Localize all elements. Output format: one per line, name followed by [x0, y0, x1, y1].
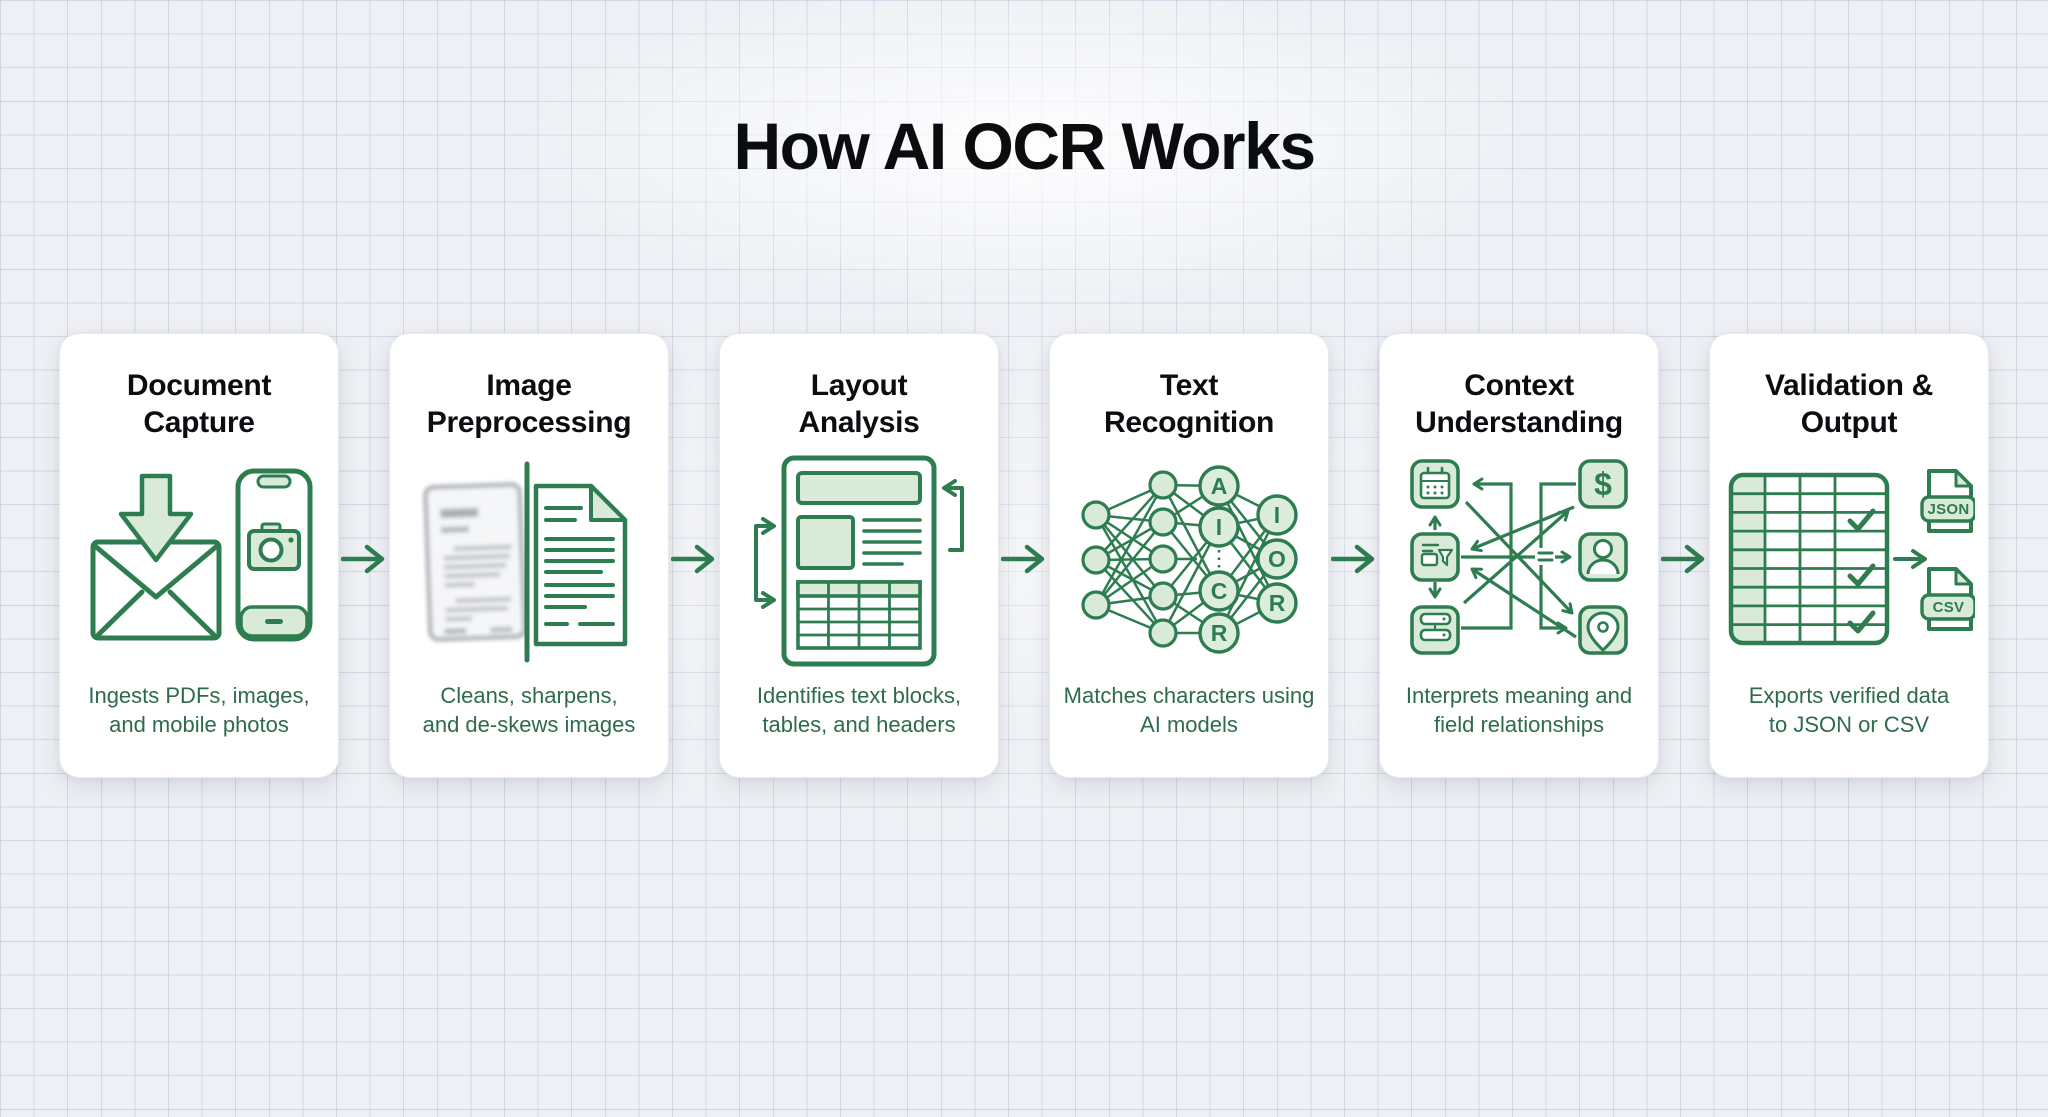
step-card-layout-analysis: Layout Analysis — [719, 333, 999, 778]
svg-text:I: I — [1216, 514, 1222, 540]
list-rows-icon — [1419, 612, 1452, 642]
step-icon-area — [390, 441, 668, 681]
step-title: Context Understanding — [1415, 369, 1623, 439]
flow-arrow-right-icon — [1329, 541, 1379, 778]
field-mapping-icon: $ — [1410, 459, 1628, 655]
svg-text:C: C — [1211, 578, 1228, 604]
step-icon-area: $ — [1380, 441, 1658, 681]
calendar-icon — [1419, 466, 1451, 500]
flow-arrow-right-icon — [999, 541, 1049, 778]
step-icon-area — [60, 441, 338, 681]
letter-nodes — [1198, 465, 1298, 654]
center-knot — [1535, 548, 1555, 566]
step-card-document-capture: Document Capture — [59, 333, 339, 778]
step-card-context-understanding: Context Understanding — [1379, 333, 1659, 778]
csv-file-icon: CSV — [1920, 567, 1975, 632]
step-title: Validation & Output — [1764, 369, 1934, 439]
step-description: Cleans, sharpens, and de-skews images — [422, 682, 636, 737]
step-description: Matches characters using AI models — [1063, 682, 1315, 737]
checkmarks — [1847, 508, 1876, 634]
document-outline — [781, 455, 937, 667]
verified-table — [1728, 472, 1890, 646]
step-icon-area — [720, 441, 998, 681]
location-pin-icon — [1586, 611, 1620, 652]
download-arrow-icon — [118, 473, 194, 563]
flow-arrow-right-icon — [339, 541, 389, 778]
blurry-to-clean-document-icon — [423, 461, 628, 663]
input-nodes — [1081, 470, 1178, 648]
network-connections — [1094, 483, 1279, 635]
step-title: Layout Analysis — [798, 369, 920, 439]
step-card-text-recognition: Text Recognition — [1049, 333, 1329, 778]
svg-text:CSV: CSV — [1933, 599, 1965, 616]
svg-text:O: O — [1268, 546, 1286, 572]
svg-text:A: A — [1211, 473, 1228, 499]
blurry-document-icon — [423, 482, 527, 642]
json-file-icon: JSON — [1920, 469, 1975, 534]
svg-text:R: R — [1211, 620, 1228, 646]
invoice-fields-icon — [1420, 543, 1454, 567]
text-lines — [862, 518, 922, 566]
left-bracket-arrows — [754, 517, 776, 610]
header-block — [796, 471, 922, 506]
flow-arrow-right-icon — [1659, 541, 1709, 778]
mapping-arrows — [1428, 477, 1577, 639]
svg-text:I: I — [1274, 502, 1280, 528]
export-arrow-icon — [1893, 549, 1927, 570]
step-icon-area: A I C R I O R — [1050, 441, 1328, 681]
envelope-icon — [90, 539, 222, 641]
table-block — [796, 580, 922, 650]
process-steps-row: Document Capture — [59, 333, 1989, 778]
step-card-image-preprocessing: Image Preprocessing — [389, 333, 669, 778]
envelope-download-phone-camera-icon — [90, 468, 313, 642]
clean-document-icon — [533, 483, 628, 647]
svg-text:JSON: JSON — [1927, 501, 1969, 518]
dollar-icon: $ — [1594, 466, 1612, 502]
step-description: Identifies text blocks, tables, and head… — [756, 682, 962, 737]
right-bracket-arrow — [942, 479, 964, 553]
svg-text:R: R — [1269, 590, 1286, 616]
step-description: Interprets meaning and field relationshi… — [1405, 682, 1633, 737]
step-card-validation-output: Validation & Output — [1709, 333, 1989, 778]
step-icon-area: JSON CSV — [1710, 441, 1988, 681]
person-icon — [1586, 539, 1620, 575]
document-layout-icon — [754, 455, 964, 667]
step-title: Document Capture — [126, 369, 272, 439]
flow-arrow-right-icon — [669, 541, 719, 778]
verified-table-export-icon: JSON CSV — [1728, 469, 1975, 646]
step-title: Text Recognition — [1103, 369, 1275, 439]
step-description: Ingests PDFs, images, and mobile photos — [88, 682, 310, 737]
step-description: Exports verified data to JSON or CSV — [1748, 682, 1950, 737]
step-title: Image Preprocessing — [426, 369, 632, 439]
phone-camera-icon — [235, 468, 313, 642]
page-title: How AI OCR Works — [733, 109, 1316, 183]
neural-network-icon: A I C R I O R — [1081, 465, 1298, 654]
image-block — [796, 515, 855, 571]
